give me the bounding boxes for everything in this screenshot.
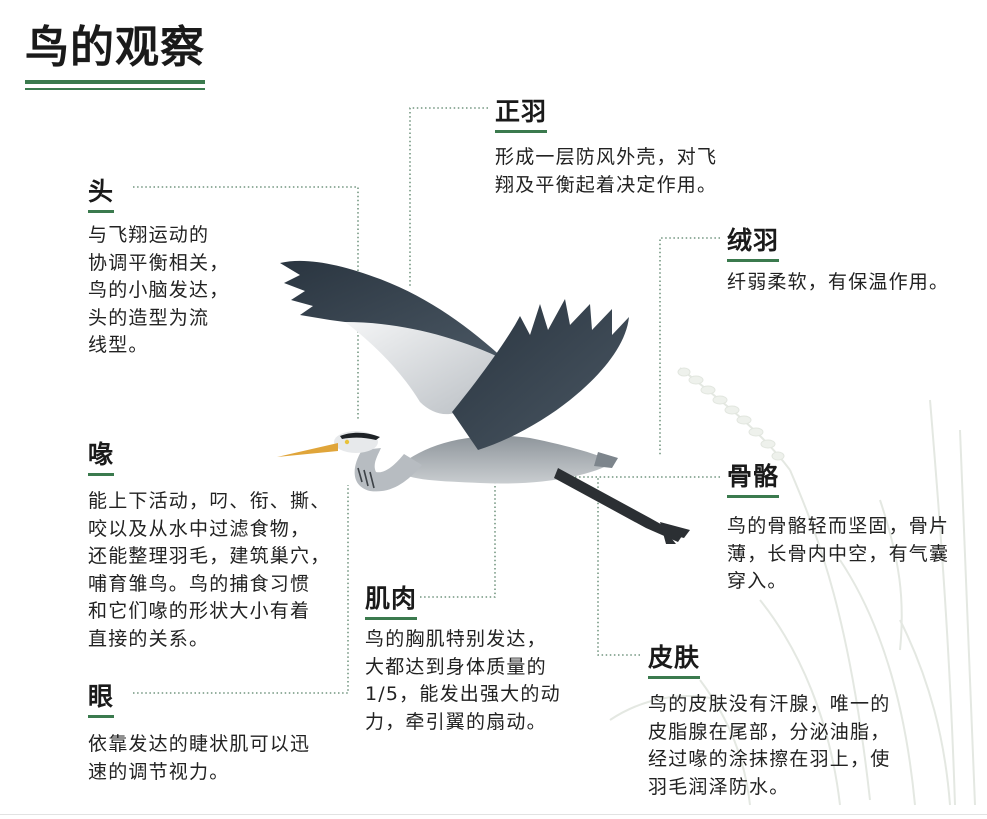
description-line: 大都达到身体质量的 (365, 655, 547, 678)
description-line: 线型。 (88, 334, 149, 356)
plant-decoration (609, 367, 976, 806)
description-muscle: 鸟的胸肌特别发达， 大都达到身体质量的 1/5，能发出强大的动 力，牵引翼的扇动… (365, 626, 561, 736)
bird-tail (594, 452, 618, 468)
description-line: 和它们喙的形状大小有着 (88, 600, 311, 622)
connector-lines (133, 107, 720, 694)
description-down-feather: 纤弱柔软，有保温作用。 (727, 269, 949, 297)
description-line: 力，牵引翼的扇动。 (365, 710, 547, 733)
connector-eye (133, 485, 349, 694)
description-line: 依靠发达的睫状肌可以迅 (88, 733, 311, 755)
bird-neck-streaks (357, 467, 375, 489)
bird-feet (660, 522, 690, 544)
label-skin: 皮肤 (648, 643, 701, 679)
label-skeleton: 骨骼 (727, 462, 780, 498)
description-contour-feather: 形成一层防风外壳，对飞 翔及平衡起着决定作用。 (495, 144, 717, 199)
bird-beak (277, 443, 338, 457)
description-beak: 能上下活动，叼、衔、撕、 咬以及从水中过滤食物， 还能整理羽毛，建筑巢穴， 哺育… (88, 488, 330, 653)
bird-crest (340, 432, 380, 440)
heron-illustration (277, 260, 690, 544)
description-line: 鸟的骨骼轻而坚固，骨片 (727, 515, 950, 537)
connector-down-feather (659, 237, 720, 455)
description-skin: 鸟的皮肤没有汗腺，唯一的 皮脂腺在尾部，分泌油脂， 经过喙的涂抹擦在羽上，使 羽… (648, 691, 890, 801)
bird-body (395, 435, 614, 484)
bottom-divider (0, 814, 987, 815)
description-skeleton: 鸟的骨骼轻而坚固，骨片 薄，长骨内中空，有气囊 穿入。 (727, 513, 949, 596)
label-contour-feather: 正羽 (495, 97, 548, 133)
title-underline-thin (25, 88, 205, 90)
description-line: 经过喙的涂抹擦在羽上，使 (648, 748, 891, 770)
connector-muscle (420, 478, 496, 598)
description-head: 与飞翔运动的 协调平衡相关， 鸟的小脑发达， 头的造型为流 线型。 (88, 222, 229, 360)
bird-far-wing-underside (345, 322, 505, 415)
label-down-feather: 绒羽 (727, 226, 780, 262)
title-underline-thick (25, 80, 205, 84)
description-line: 鸟的皮肤没有汗腺，唯一的 (648, 693, 891, 715)
description-eye: 依靠发达的睫状肌可以迅 速的调节视力。 (88, 731, 310, 786)
label-muscle: 肌肉 (365, 584, 418, 620)
description-line: 直接的关系。 (88, 627, 210, 650)
bird-eye (344, 439, 350, 445)
bird-neck (354, 448, 422, 492)
description-line: 1/5，能发出强大的动 (365, 683, 561, 705)
page-title: 鸟的观察 (25, 22, 205, 73)
connector-contour-feather (409, 107, 488, 288)
description-line: 速的调节视力。 (88, 760, 230, 783)
description-line: 鸟的小脑发达， (88, 279, 230, 301)
label-beak: 喙 (88, 440, 115, 476)
description-line: 与飞翔运动的 (88, 224, 210, 246)
bird-far-wing-primaries (280, 260, 505, 360)
description-line: 皮脂腺在尾部，分泌油脂， (648, 720, 891, 743)
description-line: 羽毛润泽防水。 (648, 775, 790, 798)
description-line: 哺育雏鸟。鸟的捕食习惯 (88, 572, 311, 595)
description-line: 协调平衡相关， (88, 251, 230, 274)
connector-skin (597, 478, 640, 656)
description-line: 咬以及从水中过滤食物， (88, 517, 311, 540)
description-line: 还能整理羽毛，建筑巢穴， (88, 545, 331, 567)
description-line: 薄，长骨内中空，有气囊 (727, 542, 950, 565)
label-head: 头 (88, 177, 115, 213)
description-line: 穿入。 (727, 570, 788, 592)
label-eye: 眼 (88, 682, 115, 718)
description-line: 头的造型为流 (88, 306, 210, 329)
description-line: 能上下活动，叼、衔、撕、 (88, 490, 331, 512)
description-line: 翔及平衡起着决定作用。 (495, 173, 718, 196)
connector-head (133, 186, 359, 420)
bird-legs (554, 468, 682, 542)
description-line: 形成一层防风外壳，对飞 (495, 146, 718, 168)
description-line: 鸟的胸肌特别发达， (365, 628, 547, 650)
description-line: 纤弱柔软，有保温作用。 (727, 271, 950, 293)
bird-near-wing (452, 299, 629, 450)
